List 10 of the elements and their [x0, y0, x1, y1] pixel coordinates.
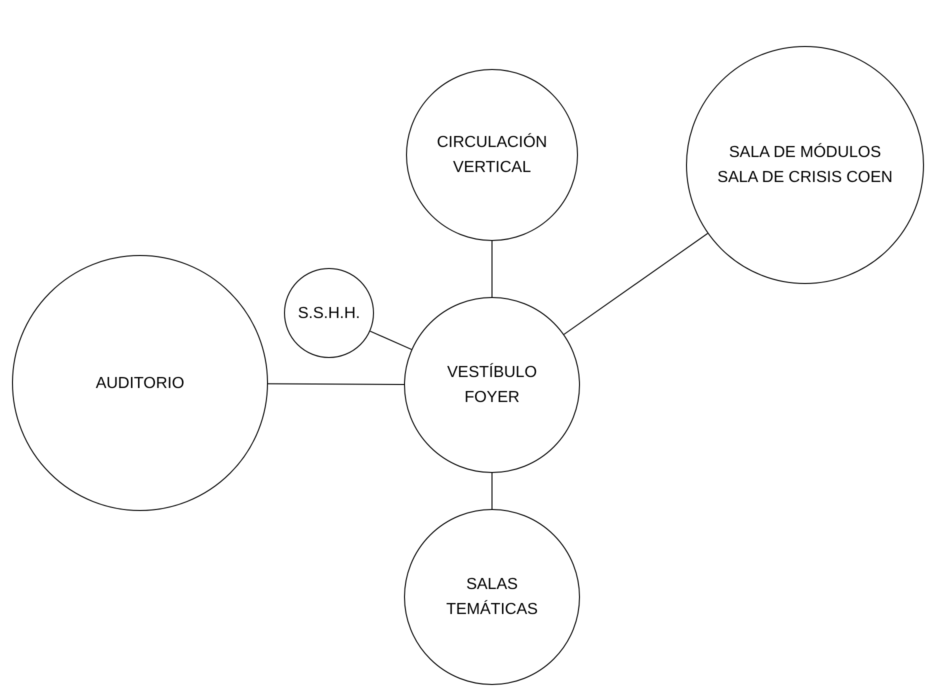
space-label: SALA DE MÓDULOS — [728, 142, 882, 163]
space-label: SALA DE CRISIS COEN — [716, 168, 894, 188]
space-label: CIRCULACIÓN VERTICAL — [436, 132, 548, 178]
connector-line — [268, 383, 404, 385]
space-label: S.S.H.H. — [296, 304, 362, 324]
space-label: AUDITORIO — [94, 374, 186, 394]
connector-line — [564, 232, 708, 335]
space-label: SALAS TEMÁTICAS — [445, 575, 539, 620]
space-label: VESTÍBULO FOYER — [446, 362, 538, 408]
connector-line — [370, 330, 412, 350]
